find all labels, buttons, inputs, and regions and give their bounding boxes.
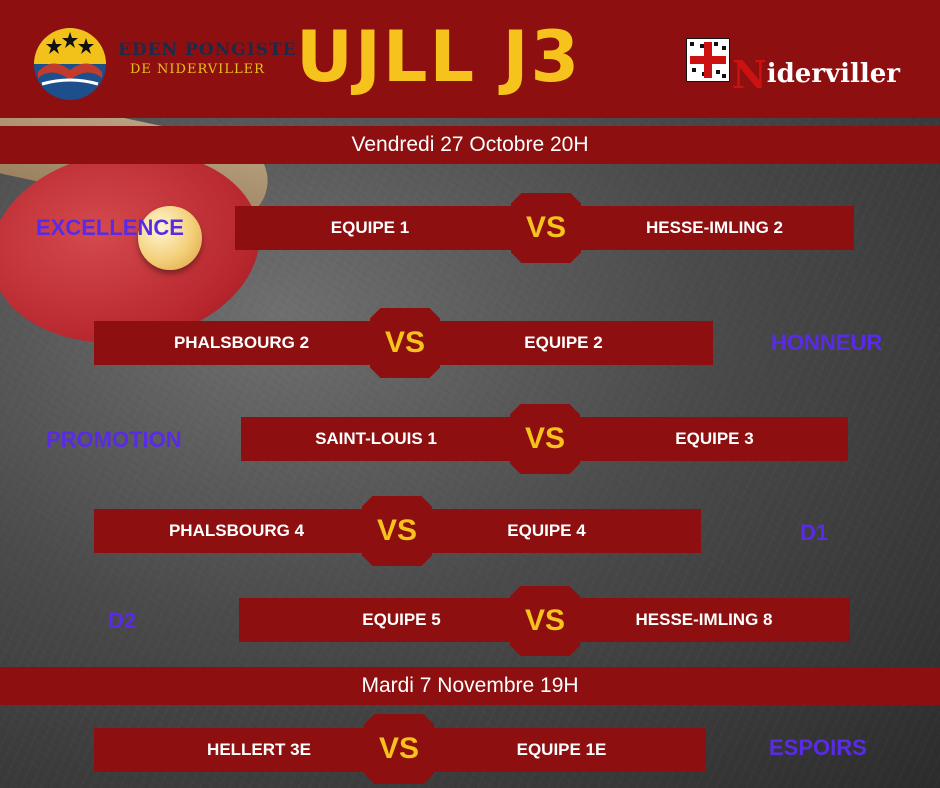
home-team: PHALSBOURG 2: [173, 333, 310, 352]
club-logo-icon: [34, 28, 106, 100]
brand-initial: N: [732, 52, 767, 97]
vs-badge: VS: [510, 404, 580, 474]
division-label: HONNEUR: [771, 330, 883, 355]
division-label: ESPOIRS: [769, 735, 867, 760]
club-name: EDEN PONGISTE: [118, 40, 297, 60]
home-team: EQUIPE 5: [362, 610, 441, 629]
vs-badge: VS: [511, 193, 581, 263]
coat-of-arms-icon: [686, 38, 730, 82]
ping-pong-ball: [138, 206, 202, 270]
away-team: EQUIPE 3: [675, 429, 754, 448]
session-date-1: Vendredi 27 Octobre 20H: [0, 126, 940, 164]
brand-rest: iderviller: [766, 59, 901, 89]
division-label: EXCELLENCE: [36, 215, 184, 240]
header: EDEN PONGISTE DE NIDERVILLER UJLL J3 Nid…: [0, 0, 940, 118]
away-team: EQUIPE 1E: [516, 740, 607, 759]
away-team: HESSE-IMLING 8: [635, 610, 773, 629]
home-team: PHALSBOURG 4: [168, 521, 305, 540]
club-subtitle: DE NIDERVILLER: [130, 62, 265, 77]
vs-badge: VS: [510, 586, 580, 656]
division-label: D1: [800, 520, 829, 545]
home-team: HELLERT 3E: [207, 740, 311, 759]
brand-name: Niderviller: [732, 46, 901, 97]
session-date-2: Mardi 7 Novembre 19H: [0, 667, 940, 705]
vs-badge: VS: [364, 714, 434, 784]
page-title: UJLL J3: [296, 16, 582, 98]
vs-badge: VS: [370, 308, 440, 378]
home-team: EQUIPE 1: [330, 218, 410, 237]
division-label: PROMOTION: [46, 427, 182, 452]
division-label: D2: [108, 608, 137, 633]
away-team: EQUIPE 4: [507, 521, 586, 540]
away-team: HESSE-IMLING 2: [646, 218, 783, 237]
home-team: SAINT-LOUIS 1: [315, 429, 437, 448]
away-team: EQUIPE 2: [524, 333, 603, 352]
vs-badge: VS: [362, 496, 432, 566]
